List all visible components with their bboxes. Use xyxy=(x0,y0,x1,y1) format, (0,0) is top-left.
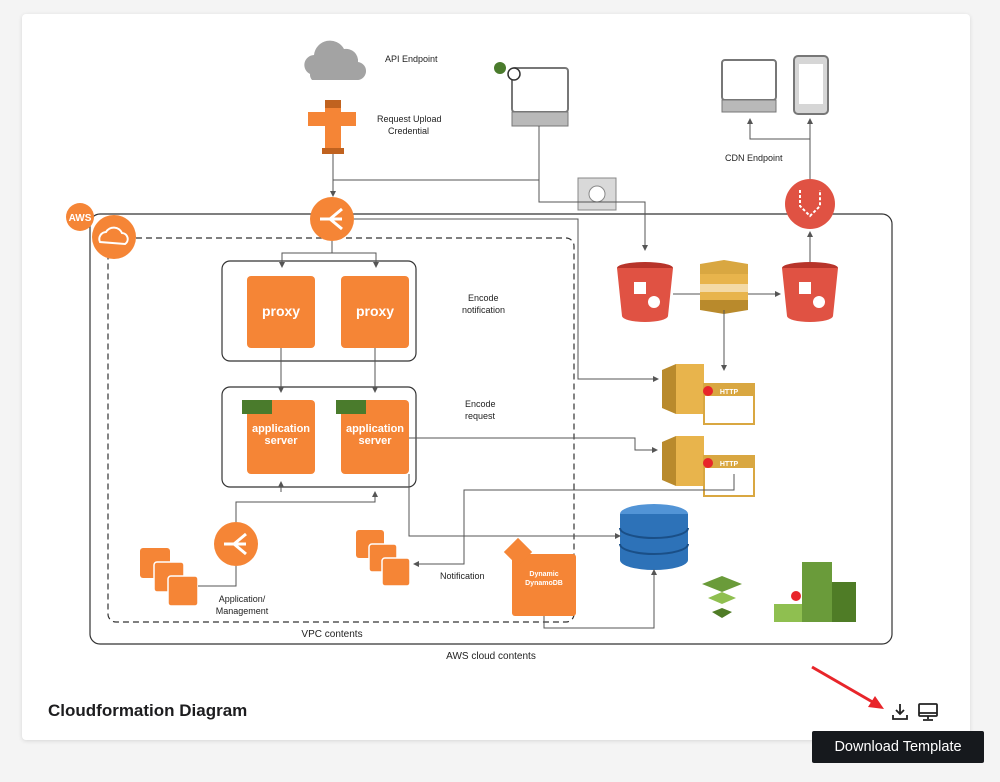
download-tooltip: Download Template xyxy=(812,731,984,763)
vpc-contents-label: VPC contents xyxy=(301,629,362,640)
proxy-server-1: proxy xyxy=(247,276,315,348)
download-icon xyxy=(892,704,908,720)
request-upload-label-2: Credential xyxy=(388,126,429,136)
connectors xyxy=(198,118,813,629)
dynamodb-icon xyxy=(619,504,689,570)
mobile-icon xyxy=(793,55,829,115)
app-server-group xyxy=(221,386,417,488)
notification-label: Notification xyxy=(440,571,485,581)
s3-bucket-output-icon xyxy=(782,262,838,322)
sts-credential-icon xyxy=(308,100,356,154)
aws-cloud-contents-label: AWS cloud contents xyxy=(446,651,536,662)
s3-bucket-input-icon xyxy=(617,262,673,322)
proxy-label-2: proxy xyxy=(356,303,394,319)
monitor-icon xyxy=(918,703,938,721)
app-server-1-label-a: application xyxy=(252,423,310,435)
request-upload-label-1: Request Upload xyxy=(377,114,442,124)
app-mgmt-label-1: Application/ xyxy=(219,594,266,604)
http-endpoint-icon-2: HTTP xyxy=(662,436,755,497)
proxy-group xyxy=(221,260,417,362)
load-balancer-icon-bottom xyxy=(214,522,258,566)
app-server-2-label-b: server xyxy=(358,435,392,447)
instance-stack-icon-2 xyxy=(356,530,411,587)
dynamic-label-2: DynamoDB xyxy=(525,580,563,587)
proxy-label-1: proxy xyxy=(262,303,300,319)
app-server-2: application server xyxy=(336,400,409,474)
green-building-icon xyxy=(774,562,856,622)
desktop-icon xyxy=(721,59,777,113)
app-server-2-label-a: application xyxy=(346,423,404,435)
app-server-1: application server xyxy=(242,400,315,474)
dynamic-dynamodb-box: Dynamic DynamoDB xyxy=(503,537,576,616)
encode-request-label-1: Encode xyxy=(465,399,496,409)
preview-button[interactable] xyxy=(916,700,940,724)
cloudfront-icon xyxy=(785,179,835,229)
proxy-server-2: proxy xyxy=(341,276,409,348)
app-mgmt-label-2: Management xyxy=(216,606,269,616)
card-title: Cloudformation Diagram xyxy=(48,701,248,720)
api-endpoint-cloud-icon xyxy=(304,40,367,81)
app-server-1-label-b: server xyxy=(264,435,298,447)
cdn-endpoint-label: CDN Endpoint xyxy=(725,153,783,163)
http-label-2: HTTP xyxy=(720,461,739,468)
aws-cloud-boundary xyxy=(89,213,893,645)
elastic-transcoder-icon xyxy=(700,260,748,314)
green-stack-icon xyxy=(702,576,742,618)
aws-badge-label: AWS xyxy=(69,213,92,224)
encode-notification-label-2: notification xyxy=(462,305,505,315)
download-button[interactable] xyxy=(888,700,912,724)
api-endpoint-label: API Endpoint xyxy=(385,54,438,64)
load-balancer-icon-top xyxy=(310,197,354,241)
aws-cloud-icon: AWS xyxy=(66,203,136,259)
http-label-1: HTTP xyxy=(720,389,739,396)
cloudformation-diagram: AWS API Endpoint Request Upload Credenti… xyxy=(66,40,893,662)
instance-stack-icon-1 xyxy=(140,548,199,607)
http-endpoint-icon-1: HTTP xyxy=(662,364,755,425)
video-file-icon xyxy=(577,177,617,211)
template-card: AWS API Endpoint Request Upload Credenti… xyxy=(22,14,970,740)
encode-request-label-2: request xyxy=(465,411,496,421)
encode-notification-label-1: Encode xyxy=(468,293,499,303)
dynamic-label-1: Dynamic xyxy=(529,571,558,578)
client-computer-icon xyxy=(494,62,569,127)
